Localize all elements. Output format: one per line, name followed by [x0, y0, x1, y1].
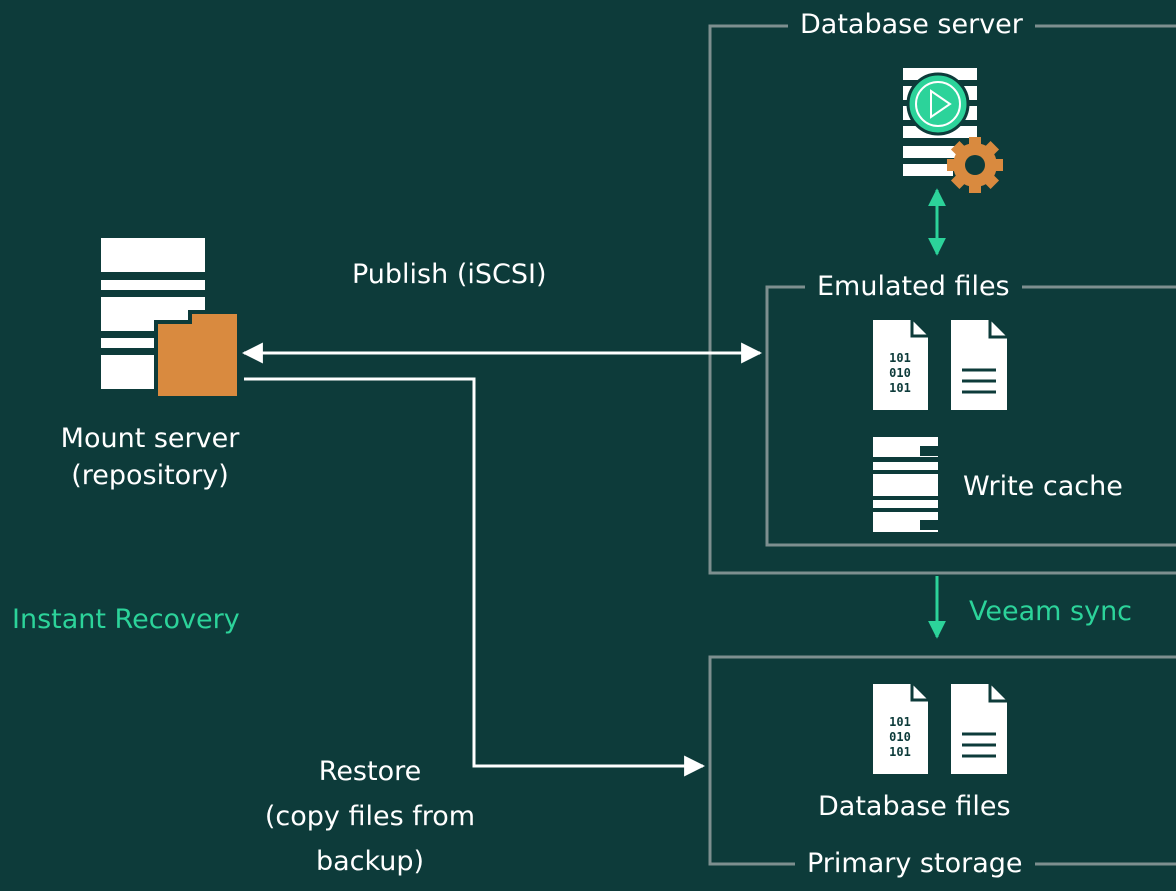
primary-storage-frame: [708, 655, 1176, 866]
restore-label-line2: (copy files from: [264, 801, 476, 832]
emulated-files-title: Emulated files: [805, 271, 1022, 302]
text-file-icon: [951, 320, 1007, 410]
binary-line-3: 101: [889, 745, 911, 759]
write-cache-label: Write cache: [963, 471, 1123, 502]
veeam-sync-label: Veeam sync: [969, 596, 1133, 627]
database-engine-icon: [903, 68, 1003, 193]
binary-line-3: 101: [889, 381, 911, 395]
mount-server-label-line1: Mount server: [60, 423, 240, 454]
binary-line-1: 101: [889, 351, 911, 365]
publish-label: Publish (iSCSI): [352, 259, 547, 290]
binary-file-icon: 101 010 101: [873, 684, 928, 774]
primary-storage-title: Primary storage: [795, 848, 1035, 879]
database-server-title: Database server: [788, 9, 1035, 40]
text-file-icon: [951, 684, 1007, 774]
restore-label-line3: backup): [315, 846, 425, 877]
instant-recovery-label: Instant Recovery: [12, 604, 240, 635]
restore-arrow: [244, 377, 706, 777]
mount-server-label-line2: (repository): [71, 460, 229, 491]
write-cache-icon: [873, 437, 938, 532]
restore-label-line1: Restore: [318, 756, 422, 787]
binary-line-1: 101: [889, 715, 911, 729]
binary-line-2: 010: [889, 730, 911, 744]
binary-file-icon: 101 010 101: [873, 320, 928, 410]
database-files-label: Database files: [818, 791, 1011, 822]
server-with-folder-icon: [101, 238, 241, 400]
binary-line-2: 010: [889, 366, 911, 380]
